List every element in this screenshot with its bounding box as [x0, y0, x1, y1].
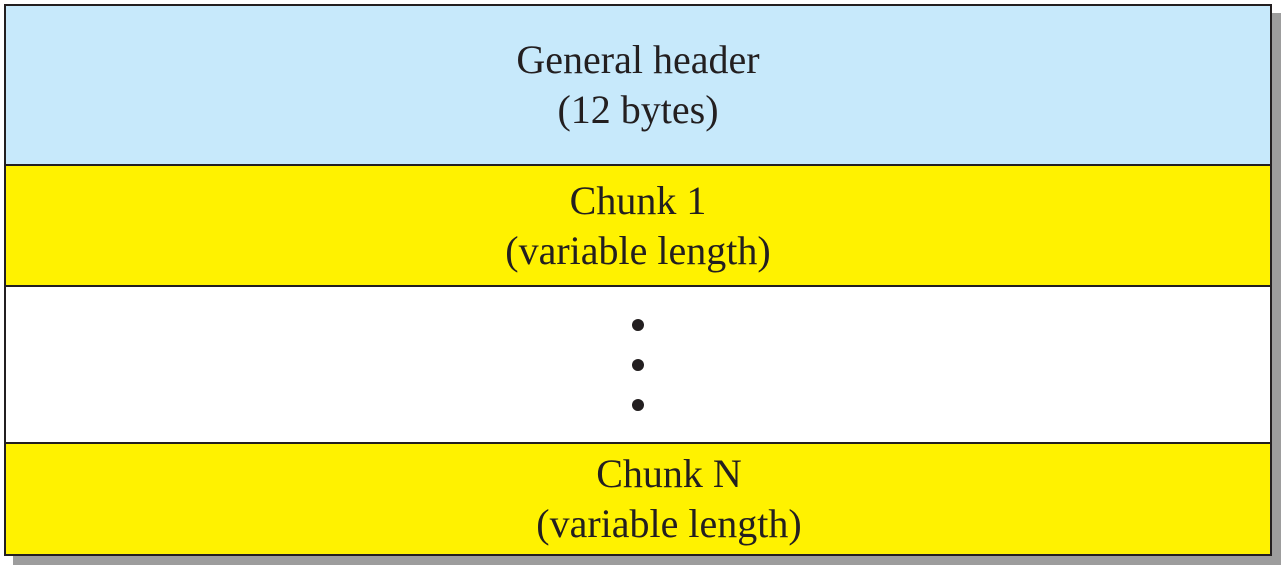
ellipsis-dot: [632, 398, 644, 411]
ellipsis-row: [6, 287, 1270, 444]
vertical-ellipsis-icon: [632, 318, 644, 411]
chunk-n-size: (variable length): [536, 501, 802, 546]
chunk-n-row: Chunk N (variable length): [6, 444, 1270, 554]
chunk-n-label: Chunk N: [596, 451, 742, 496]
chunk-1-size: (variable length): [505, 227, 771, 273]
packet-format-diagram: General header (12 bytes) Chunk 1 (varia…: [4, 4, 1272, 556]
ellipsis-dot: [632, 358, 644, 371]
general-header-row: General header (12 bytes): [6, 6, 1270, 166]
ellipsis-dot: [632, 318, 644, 331]
chunk-1-row: Chunk 1 (variable length): [6, 166, 1270, 287]
chunk-1-label: Chunk 1: [569, 177, 707, 223]
general-header-size: (12 bytes): [557, 87, 719, 132]
general-header-label: General header: [516, 37, 760, 82]
